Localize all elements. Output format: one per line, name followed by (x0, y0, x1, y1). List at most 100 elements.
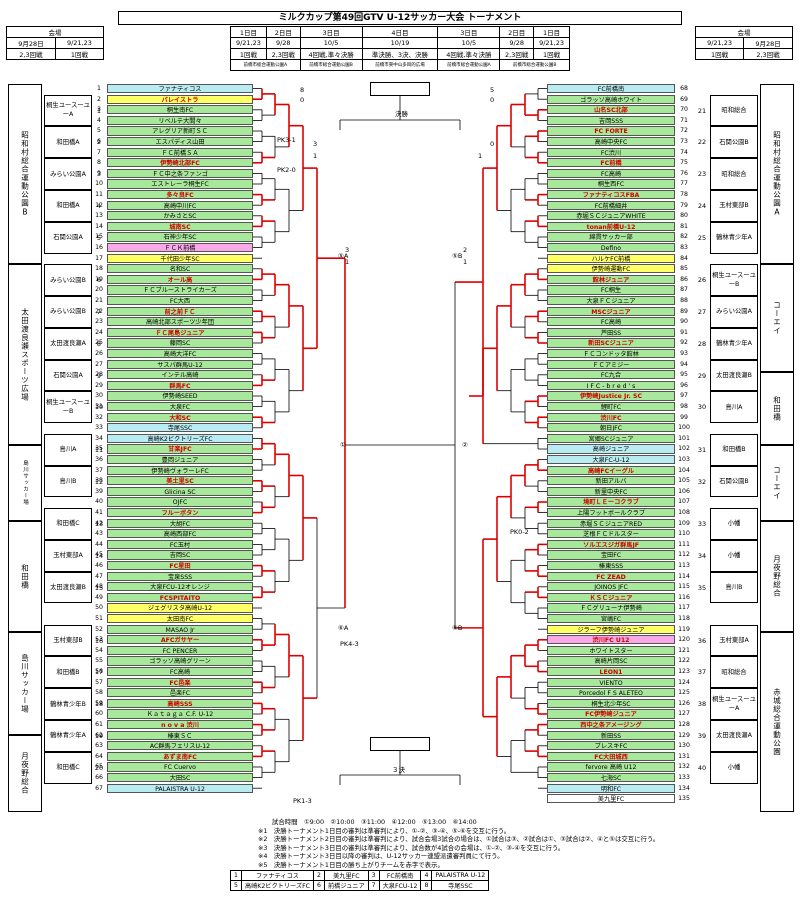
group-label: 玉村東部A (710, 624, 758, 657)
venue-block: 太田渡良瀬スポーツ広場 (8, 264, 42, 445)
group-number: 32 (697, 477, 707, 486)
team-entry: アレグリア新町ＳＣ (107, 126, 253, 136)
team-number: 25 (95, 339, 103, 347)
team-number: 91 (680, 328, 688, 336)
team-number: 135 (678, 795, 690, 803)
team-number: 75 (680, 159, 688, 167)
group-label: 和田橋C (44, 751, 92, 784)
final-label: 決勝 (395, 110, 408, 118)
team-number: 32 (95, 413, 103, 421)
group-number: 10 (94, 403, 104, 412)
team-number: 18 (95, 265, 103, 273)
group-label: 小幡 (710, 751, 758, 784)
group-number: 1 (96, 106, 102, 115)
venue-block: 赤城総合運動公園 (760, 632, 794, 812)
team-number: 66 (95, 774, 103, 781)
legend-no: 6 (313, 880, 325, 891)
venue-block: 昭和村総合運動公園B (8, 84, 42, 264)
legend-no: 7 (367, 880, 380, 891)
venue-block: 和田橋 (8, 521, 42, 632)
team-number: 54 (95, 646, 103, 654)
team-number: 113 (678, 562, 690, 569)
team-entry: 高崎中川FC (107, 200, 253, 210)
team-entry: Glicina SC (107, 486, 253, 496)
team-number: 35 (95, 445, 103, 453)
team-entry: 大和SC (107, 412, 253, 422)
team-number: 57 (95, 678, 103, 686)
team-number: 7 (97, 148, 101, 156)
team-number: 102 (678, 445, 690, 453)
legend-team: 美九里FC (323, 870, 369, 881)
team-number: 9 (97, 169, 101, 177)
team-number: 26 (95, 350, 103, 357)
team-entry: 大泉FCU-12オレンジ (107, 582, 253, 592)
team-number: 118 (678, 615, 690, 622)
team-entry: 甘楽JFC (107, 444, 253, 454)
group-label: 石関公園B (710, 465, 758, 498)
team-number: 34 (95, 434, 103, 442)
third-place-label: ３決 (392, 766, 405, 774)
team-entry: 高崎FCイーグル (547, 465, 675, 475)
team-number: 97 (680, 392, 688, 400)
group-label: 島川A (710, 391, 758, 424)
team-entry: JOINOS JFC (547, 582, 675, 592)
venue-block: コーエイ (760, 264, 794, 372)
team-number: 47 (95, 572, 103, 580)
legend-team: PALAISTRA U-12 (431, 870, 490, 881)
team-entry: 赤堀ＳＣジュニアRED (547, 518, 675, 528)
group-label: みらい公園B (44, 264, 92, 296)
team-entry: ＦＣＫ前橋 (107, 243, 253, 253)
team-number: 1 (97, 85, 101, 92)
group-label: 太田渡良瀬B (44, 571, 92, 604)
legend-team: 寺尾SSC (431, 880, 490, 891)
team-entry: 美九里FC (547, 794, 675, 804)
round-cell: 1回戦 (54, 48, 105, 60)
team-entry: 城南SC (107, 221, 253, 231)
team-number: 123 (678, 668, 690, 675)
team-entry: 名和SC (107, 264, 253, 274)
team-number: 125 (678, 689, 690, 697)
group-label: 玉村東部B (44, 624, 92, 657)
team-entry: 高崎ジュニア (547, 444, 675, 454)
group-number: 35 (697, 583, 707, 592)
team-entry: ＦＣブルーストライカーズ (107, 285, 253, 295)
group-number: 40 (697, 763, 707, 772)
venue-block: 月夜野総合 (8, 735, 42, 812)
team-number: 92 (680, 339, 688, 347)
team-number: 83 (680, 244, 688, 251)
team-number: 81 (680, 222, 688, 230)
score-label: 1 (345, 258, 349, 266)
team-entry: 寺尾SSC (107, 423, 253, 433)
venue-cell: 前橋市総合運動公園A (437, 59, 501, 71)
team-number: 36 (95, 456, 103, 463)
team-number: 107 (678, 498, 690, 506)
team-entry: FC渋川 (547, 147, 675, 157)
team-number: 3 (97, 106, 101, 114)
team-number: 17 (95, 254, 103, 262)
legend-no: 8 (420, 880, 433, 891)
group-label: 鶴林青少年A (44, 720, 92, 752)
team-entry: 桐生北少年SC (547, 698, 675, 708)
team-number: 85 (680, 265, 688, 273)
group-number: 18 (94, 700, 104, 709)
team-entry: 桐生南FC (107, 105, 253, 115)
legend-no: 1 (230, 870, 242, 881)
team-number: 43 (95, 530, 103, 538)
legend-team: FC前橋南 (378, 870, 422, 881)
team-number: 99 (680, 413, 688, 421)
score-label: 2 (463, 246, 467, 254)
team-entry: あずま南FC (107, 751, 253, 761)
team-number: 23 (95, 318, 103, 326)
pk-label: PK2-0 (277, 166, 296, 174)
team-number: 115 (678, 583, 690, 591)
team-number: 132 (678, 763, 690, 771)
team-entry: FC Cuervo (107, 762, 253, 772)
venue-block: 和田橋 (760, 372, 794, 445)
team-number: 6 (97, 138, 101, 145)
group-number: 13 (94, 519, 104, 528)
venue-block: 島川サッカー場 (8, 632, 42, 735)
team-entry: 前之前ＦＣ (107, 306, 253, 316)
team-entry: 山名SC北部 (547, 105, 675, 115)
team-entry: 大泉FC (107, 402, 253, 412)
team-entry: サスパ群馬U-12 (107, 359, 253, 369)
